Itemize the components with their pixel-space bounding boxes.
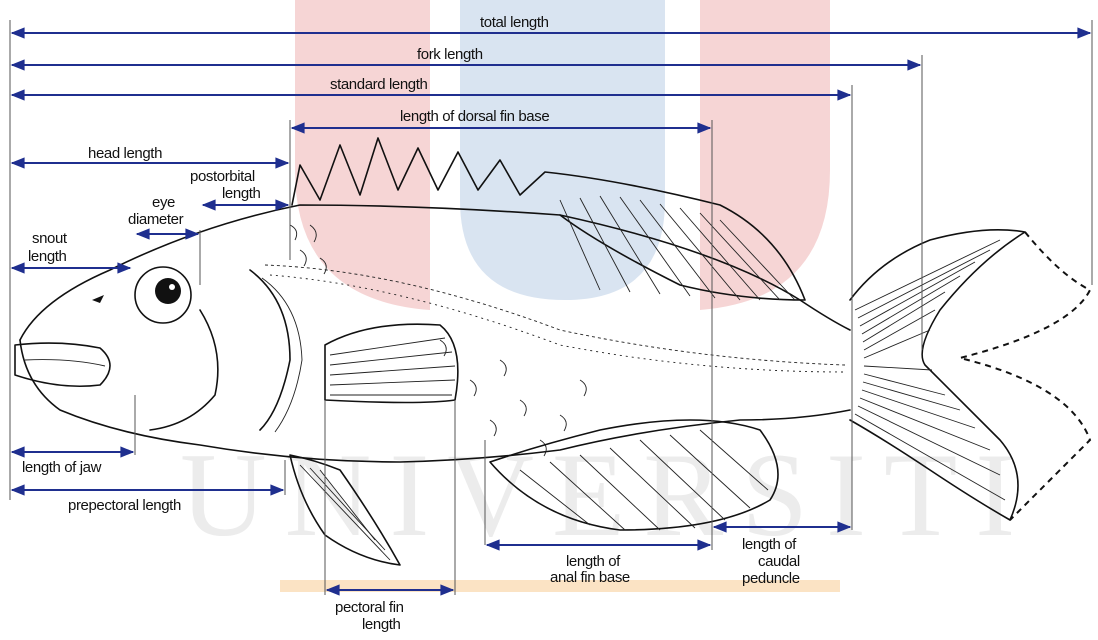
university-logo-watermark: UNIVERSITI: [180, 0, 1033, 592]
anal-label-line2: anal fin base: [550, 569, 630, 586]
caudal-label-line3: peduncle: [742, 570, 800, 587]
snout-label-line2: length: [28, 248, 67, 265]
snout-label-line1: snout: [32, 230, 68, 247]
dorsal-fin-base-label: length of dorsal fin base: [400, 108, 549, 125]
head-length-label: head length: [88, 145, 162, 162]
caudal-label-line1: length of: [742, 536, 797, 553]
eye-label-line2: diameter: [128, 211, 184, 228]
eye-label-line1: eye: [152, 194, 175, 211]
postorbital-label-line2: length: [222, 185, 261, 202]
anal-label-line1: length of: [566, 553, 621, 570]
jaw-length-label: length of jaw: [22, 459, 102, 476]
watermark-text: UNIVERSITI: [180, 428, 1033, 561]
total-length-label: total length: [480, 14, 549, 31]
postorbital-label-line1: postorbital: [190, 168, 255, 185]
prepectoral-length-label: prepectoral length: [68, 497, 181, 514]
standard-length-label: standard length: [330, 76, 427, 93]
caudal-label-line2: caudal: [758, 553, 800, 570]
pectoral-label-line2: length: [362, 616, 401, 633]
fork-length-label: fork length: [417, 46, 483, 63]
pectoral-fin: [325, 324, 458, 402]
pectoral-label-line1: pectoral fin: [335, 599, 404, 616]
